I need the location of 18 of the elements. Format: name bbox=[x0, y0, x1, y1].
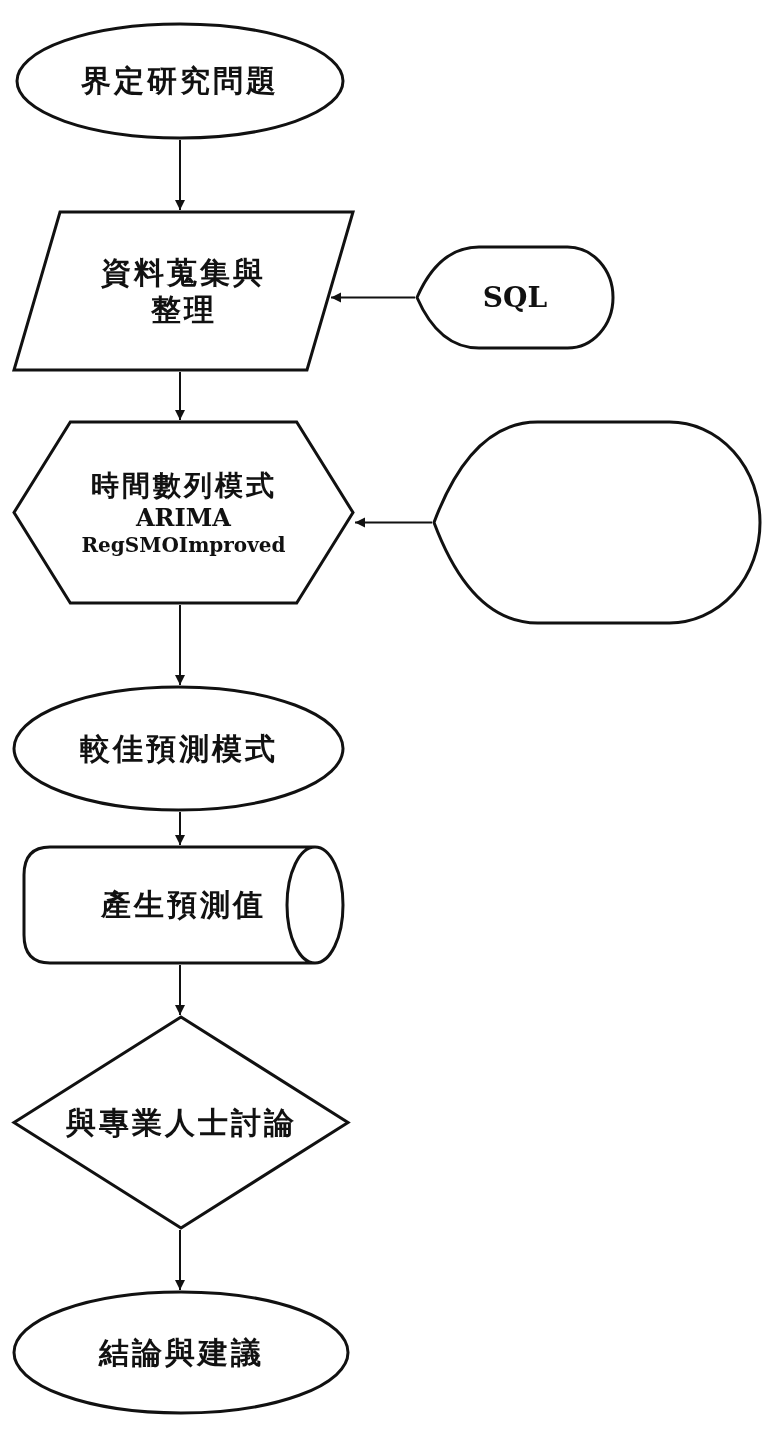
arrow bbox=[175, 811, 185, 846]
arrow bbox=[175, 604, 185, 686]
step-text: ARIMA bbox=[136, 502, 231, 533]
arrow bbox=[354, 517, 433, 528]
arrow bbox=[175, 139, 185, 211]
step-text: 界定研究問題 bbox=[81, 62, 279, 100]
step-text: 時間數列模式 bbox=[90, 467, 277, 503]
arrow bbox=[175, 1229, 185, 1291]
arrow bbox=[175, 371, 185, 421]
step-text: 較佳預測模式 bbox=[79, 729, 278, 768]
step-text: 資料蒐集與整理 bbox=[100, 253, 267, 329]
step-text: SQL bbox=[482, 280, 548, 315]
step-text: RegSMOImproved bbox=[81, 532, 286, 558]
step-text: 與專業人士討論 bbox=[65, 1103, 297, 1142]
step-text: 產生預測值 bbox=[101, 886, 266, 924]
arrow bbox=[175, 964, 185, 1016]
arrow bbox=[330, 292, 416, 303]
step-text: 結論與建議 bbox=[98, 1333, 264, 1372]
